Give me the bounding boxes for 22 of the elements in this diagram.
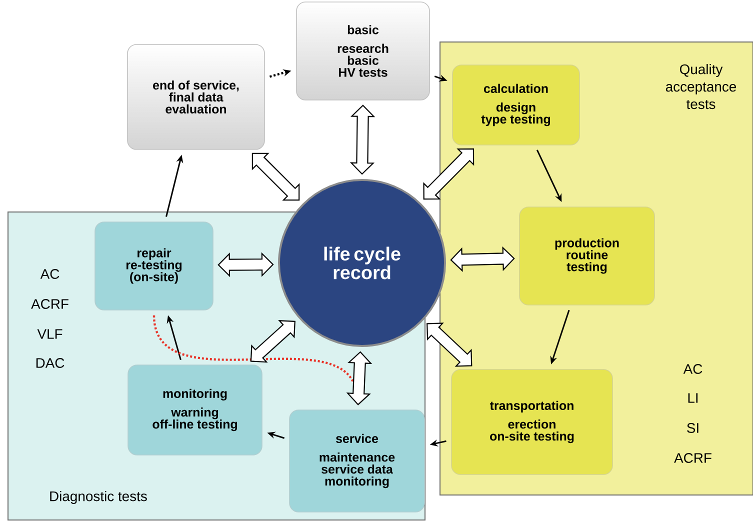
- process-box: calculation design type testing: [452, 64, 580, 146]
- double-arrow: [346, 351, 372, 406]
- test-label: ACRF: [674, 453, 712, 463]
- process-box: basic research basic HV tests: [296, 2, 430, 100]
- test-label: ACRF: [31, 299, 68, 309]
- test-label: VLF: [37, 329, 62, 339]
- process-box: transportation erection on-site testing: [451, 369, 613, 475]
- test-label: SI: [687, 423, 698, 433]
- double-arrow: [423, 148, 474, 200]
- double-arrow: [250, 320, 296, 363]
- test-label: AC: [683, 364, 702, 374]
- double-arrow: [252, 152, 300, 201]
- double-arrow: [350, 104, 376, 175]
- process-box: monitoring warning off-line testing: [128, 364, 262, 456]
- test-label: DAC: [36, 358, 64, 368]
- process-box: repair re-testing (on-site): [94, 222, 214, 310]
- process-box: end of service, final data evaluation: [127, 44, 265, 150]
- test-label: LI: [688, 393, 698, 403]
- process-box: service maintenance service data monitoring: [289, 410, 425, 512]
- process-box: production routine testing: [519, 206, 655, 306]
- double-arrow: [426, 322, 472, 367]
- test-label: AC: [40, 269, 60, 279]
